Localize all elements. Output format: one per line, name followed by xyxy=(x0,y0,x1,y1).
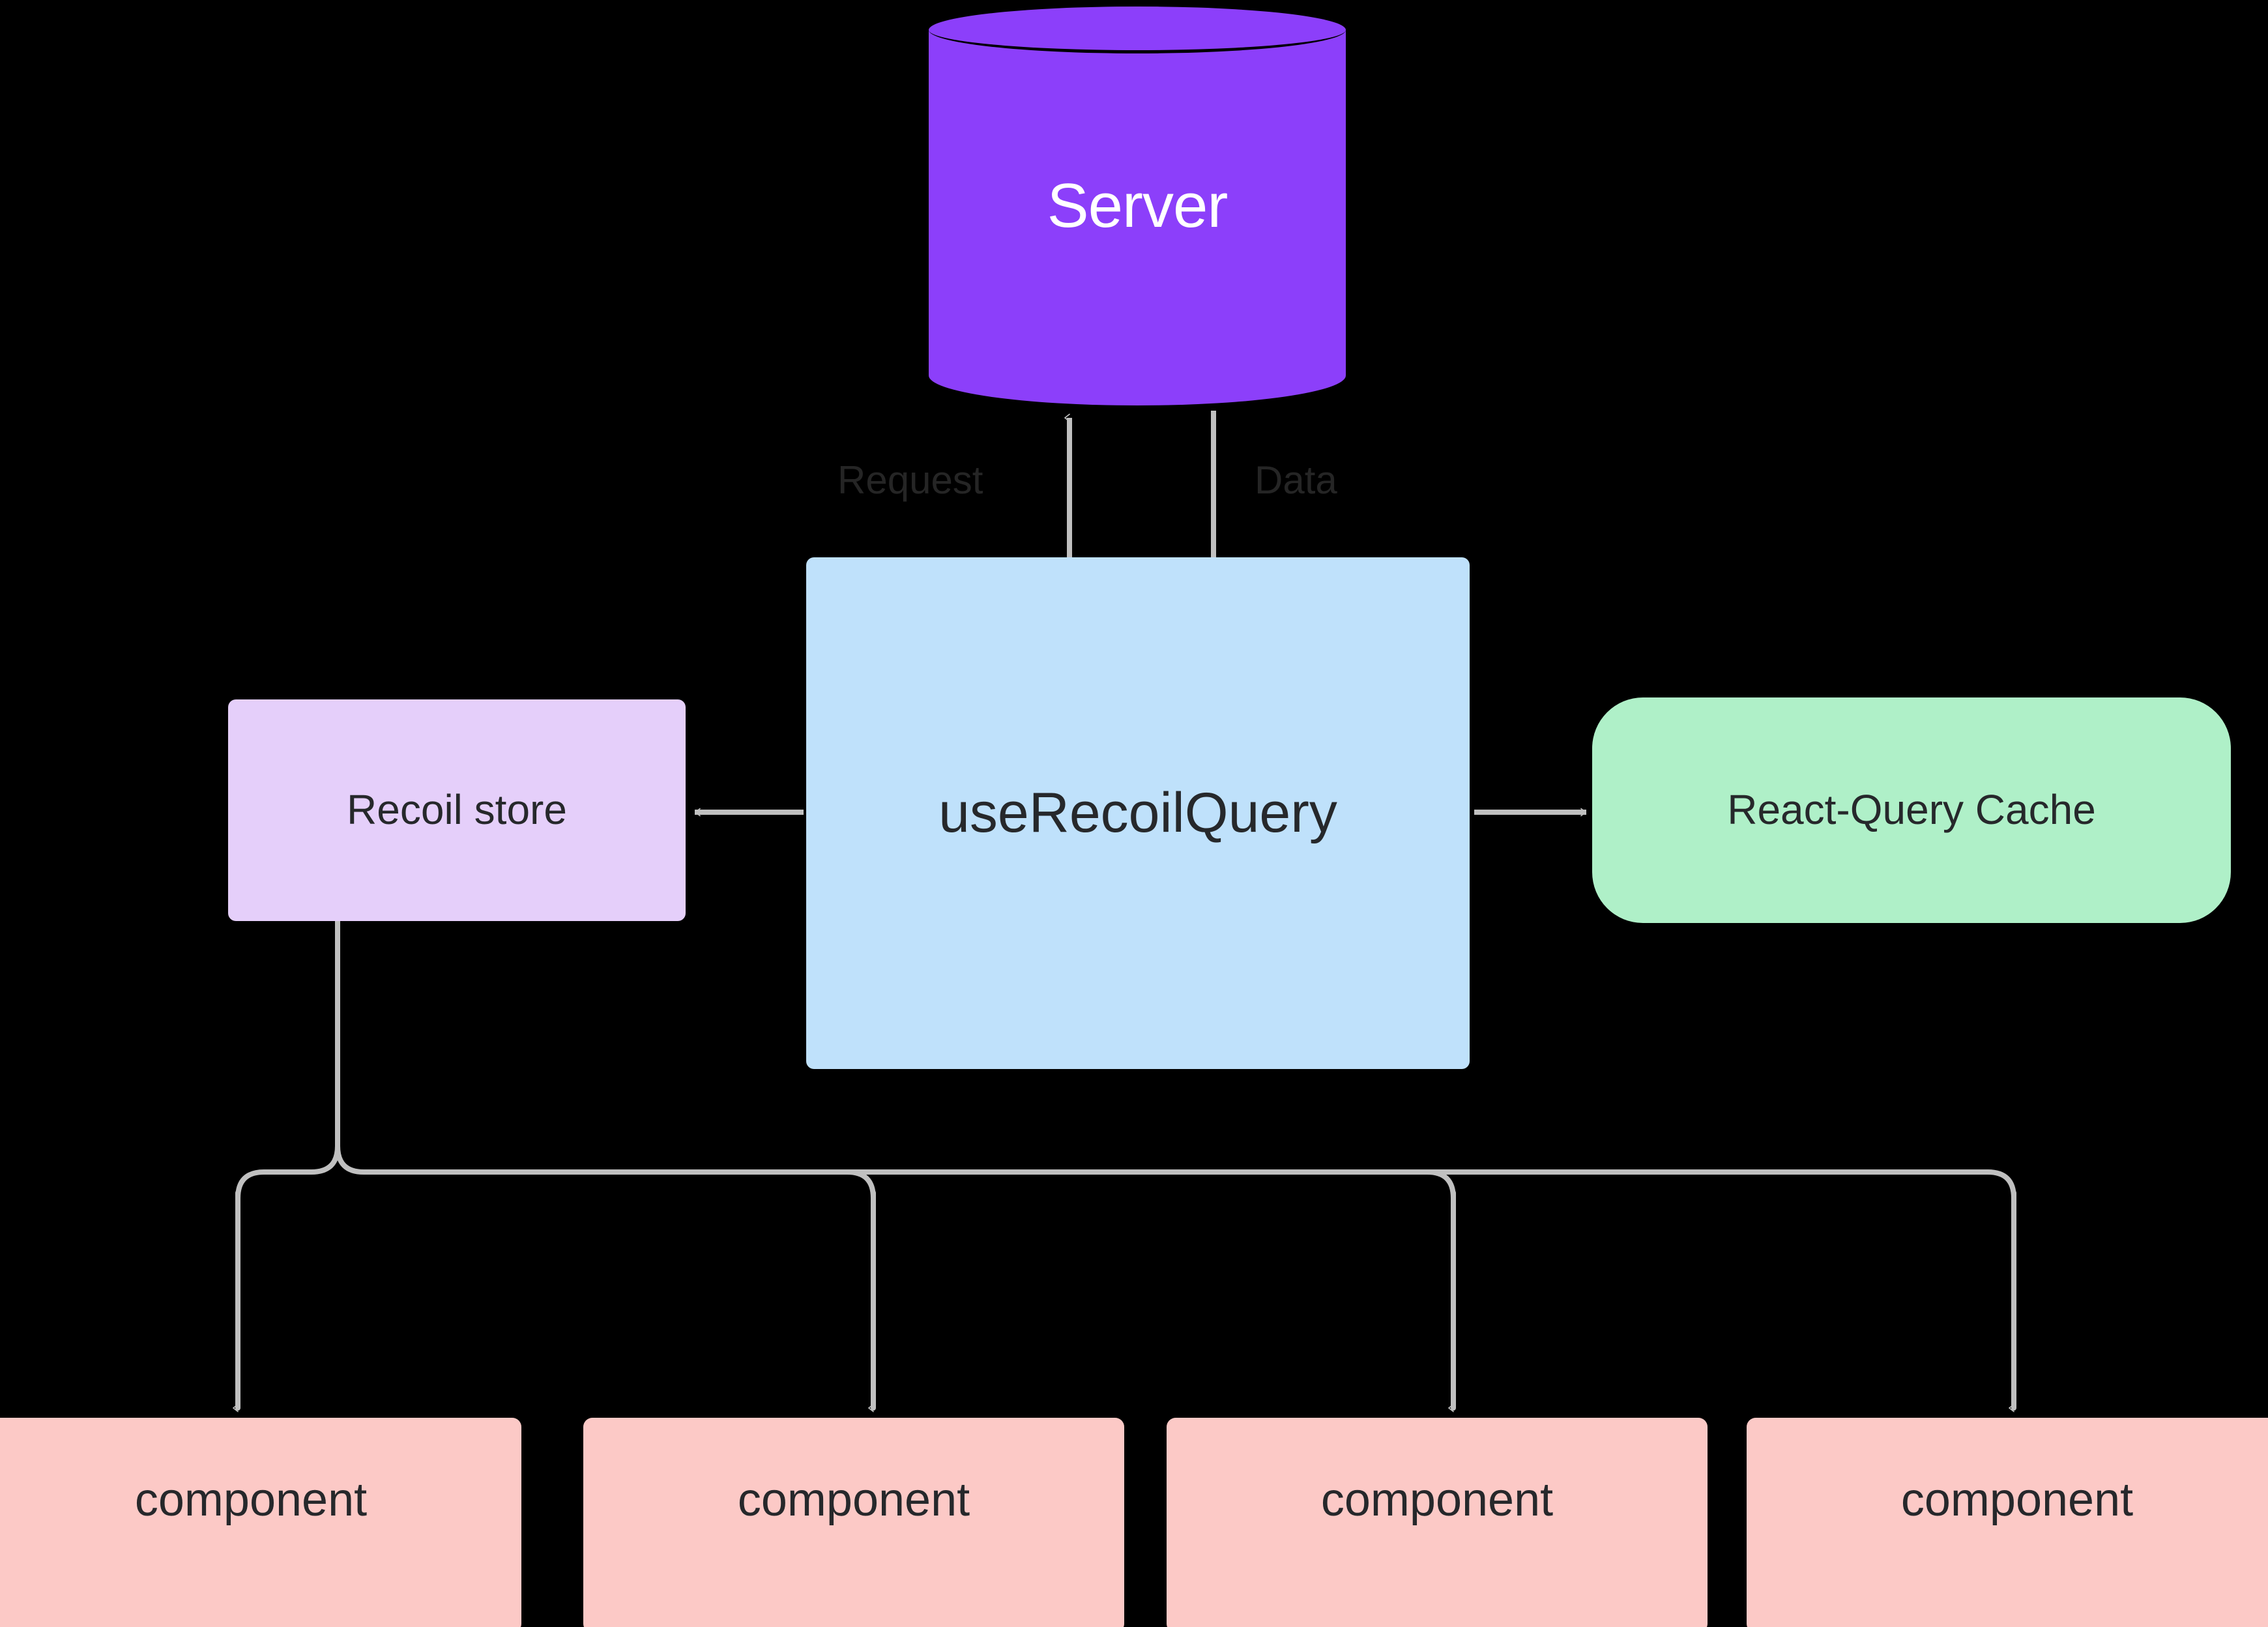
node-component[interactable]: component xyxy=(1747,1418,2268,1627)
node-component-label: component xyxy=(737,1474,970,1526)
node-use-recoil-query[interactable]: useRecoilQuery xyxy=(806,557,1470,1069)
node-component-label: component xyxy=(1900,1474,2134,1526)
node-react-query-cache[interactable]: React-Query Cache xyxy=(1592,697,2231,923)
node-react-query-cache-label: React-Query Cache xyxy=(1727,786,2096,834)
node-use-recoil-query-label: useRecoilQuery xyxy=(938,782,1337,845)
node-component[interactable]: component xyxy=(0,1418,521,1627)
node-recoil-store-label: Recoil store xyxy=(347,786,567,834)
edge-label-request: Request xyxy=(837,458,983,502)
node-recoil-store[interactable]: Recoil store xyxy=(228,699,686,921)
node-component[interactable]: component xyxy=(1167,1418,1708,1627)
node-component-label: component xyxy=(134,1474,368,1526)
node-server[interactable]: Server xyxy=(929,7,1346,405)
node-server-label: Server xyxy=(1047,170,1228,241)
cylinder-top-ellipse xyxy=(929,7,1346,53)
cylinder-body xyxy=(929,30,1346,405)
node-component-label: component xyxy=(1320,1474,1554,1526)
edge-label-data: Data xyxy=(1255,458,1337,502)
node-component[interactable]: component xyxy=(583,1418,1124,1627)
